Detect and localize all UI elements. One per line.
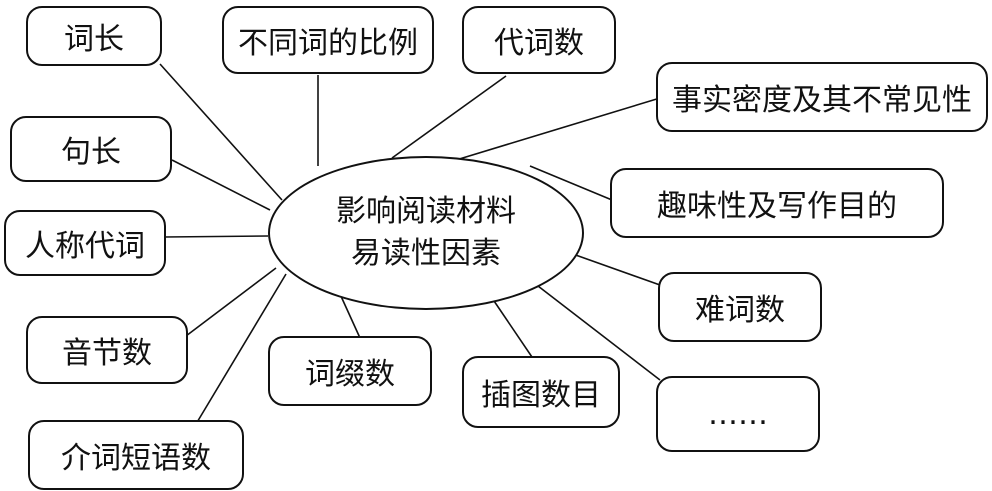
link-pronoun-count	[391, 75, 507, 159]
node-ellipsis: ……	[656, 376, 820, 452]
node-personal-pronoun: 人称代词	[4, 210, 166, 276]
central-topic-line-1: 影响阅读材料	[336, 194, 516, 229]
link-affix-count	[339, 293, 361, 339]
node-different-word-ratio: 不同词的比例	[222, 6, 434, 74]
link-personal-pronoun	[163, 235, 269, 238]
node-difficult-word-count: 难词数	[658, 272, 822, 342]
node-pronoun-count: 代词数	[462, 6, 616, 74]
node-interest-purpose: 趣味性及写作目的	[610, 168, 944, 238]
link-word-length	[159, 63, 283, 201]
central-topic-ellipse: 影响阅读材料 易读性因素	[268, 156, 584, 310]
link-sentence-length	[171, 159, 271, 211]
link-fact-density	[455, 97, 661, 161]
node-sentence-length: 句长	[10, 116, 172, 182]
link-ellipsis	[537, 285, 661, 381]
link-interest-purpose	[529, 165, 613, 201]
node-word-length: 词长	[26, 6, 162, 66]
central-topic-line-2: 易读性因素	[351, 236, 501, 271]
link-difficult-word-count	[569, 252, 661, 286]
node-illustration-count: 插图数目	[462, 356, 620, 428]
link-illustration-count	[491, 297, 535, 361]
node-syllable-count: 音节数	[26, 316, 188, 384]
node-fact-density: 事实密度及其不常见性	[656, 62, 988, 132]
link-prep-phrase-count	[195, 273, 287, 425]
node-affix-count: 词缀数	[268, 336, 432, 406]
link-syllable-count	[185, 267, 277, 337]
node-prep-phrase-count: 介词短语数	[28, 420, 244, 490]
